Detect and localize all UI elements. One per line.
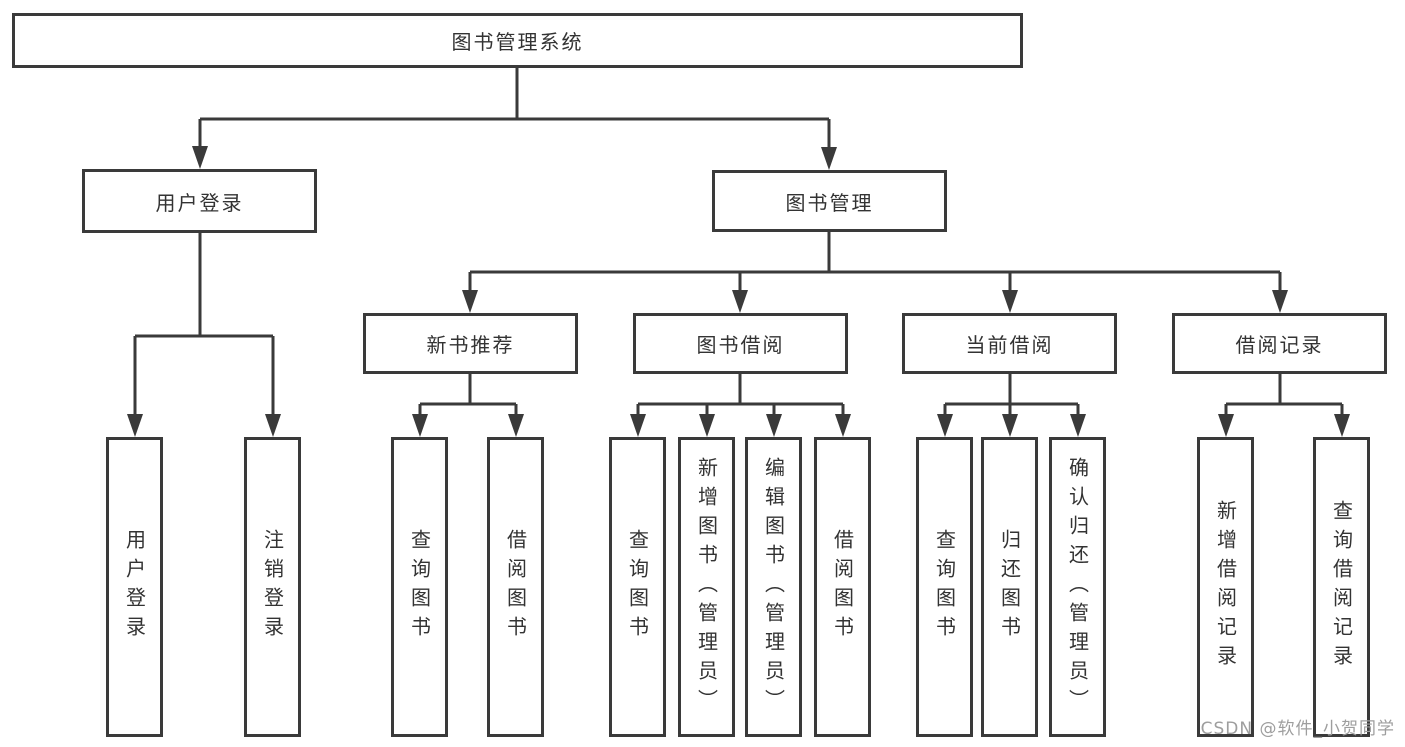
connector-current-borrow-children <box>943 374 1080 422</box>
node-label: 注销登录 <box>260 529 285 645</box>
node-label: 新书推荐 <box>426 333 515 357</box>
node-library-management-system: 图书管理系统 <box>12 13 1023 68</box>
node-new-book-recommend: 新书推荐 <box>363 313 578 374</box>
node-label: 图书管理 <box>785 190 874 215</box>
arrow-down-icon <box>1272 290 1288 313</box>
arrow-down-icon <box>1070 414 1086 437</box>
arrow-down-icon <box>835 414 851 437</box>
arrow-down-icon <box>1002 414 1018 437</box>
watermark: CSDN @软件_小贺同学 <box>1200 719 1395 739</box>
node-label: 查询图书 <box>625 529 650 645</box>
arrow-down-icon <box>127 414 143 437</box>
node-book-management: 图书管理 <box>712 170 947 232</box>
connector-book-borrow-children <box>636 374 845 422</box>
arrow-down-icon <box>1334 414 1350 437</box>
leaf-user-login: 用户登录 <box>106 437 163 737</box>
node-book-borrow: 图书借阅 <box>633 313 848 374</box>
arrow-down-icon <box>821 147 837 170</box>
arrow-down-icon <box>462 290 478 313</box>
node-label: 新增借阅记录 <box>1213 500 1238 674</box>
leaf-borrow-books: 借阅图书 <box>814 437 871 737</box>
node-label: 图书管理系统 <box>451 30 584 54</box>
node-label: 查询借阅记录 <box>1329 500 1354 674</box>
arrow-down-icon <box>766 414 782 437</box>
connector-new-book-recommend-children <box>418 374 518 422</box>
connector-user-login-children <box>133 233 275 422</box>
node-label: 当前借阅 <box>965 333 1054 357</box>
arrow-down-icon <box>192 146 208 169</box>
arrow-down-icon <box>1002 290 1018 313</box>
leaf-query-books-borrow: 查询图书 <box>609 437 666 737</box>
node-label: 借阅图书 <box>830 529 855 645</box>
node-label: 借阅图书 <box>503 529 528 645</box>
node-label: 借阅记录 <box>1235 333 1324 357</box>
leaf-add-book-admin: 新增图书（管理员） <box>678 437 735 737</box>
leaf-confirm-return-admin: 确认归还（管理员） <box>1049 437 1106 737</box>
arrowhead-icons <box>127 146 1350 437</box>
arrow-down-icon <box>732 290 748 313</box>
leaf-logout: 注销登录 <box>244 437 301 737</box>
node-label: 归还图书 <box>997 529 1022 645</box>
arrow-down-icon <box>630 414 646 437</box>
leaf-query-books-current: 查询图书 <box>916 437 973 737</box>
node-user-login: 用户登录 <box>82 169 317 233</box>
connector-borrow-records-children <box>1224 374 1344 422</box>
node-label: 查询图书 <box>407 529 432 645</box>
leaf-edit-book-admin: 编辑图书（管理员） <box>745 437 802 737</box>
connector-root-to-level2 <box>198 68 831 153</box>
leaf-query-books-recommend: 查询图书 <box>391 437 448 737</box>
node-label: 查询图书 <box>932 529 957 645</box>
node-label: 用户登录 <box>155 190 244 215</box>
leaf-return-book: 归还图书 <box>981 437 1038 737</box>
node-label: 新增图书（管理员） <box>694 456 719 718</box>
arrow-down-icon <box>1218 414 1234 437</box>
arrow-down-icon <box>508 414 524 437</box>
arrow-down-icon <box>699 414 715 437</box>
node-label: 确认归还（管理员） <box>1065 456 1090 718</box>
node-label: 图书借阅 <box>696 333 785 357</box>
node-label: 用户登录 <box>122 529 147 645</box>
arrow-down-icon <box>265 414 281 437</box>
connector-book-management-children <box>468 232 1282 296</box>
arrow-down-icon <box>412 414 428 437</box>
arrow-down-icon <box>937 414 953 437</box>
leaf-add-borrow-record: 新增借阅记录 <box>1197 437 1254 737</box>
node-borrow-records: 借阅记录 <box>1172 313 1387 374</box>
node-label: 编辑图书（管理员） <box>761 456 786 718</box>
leaf-borrow-books-recommend: 借阅图书 <box>487 437 544 737</box>
leaf-query-borrow-record: 查询借阅记录 <box>1313 437 1370 737</box>
node-current-borrow: 当前借阅 <box>902 313 1117 374</box>
